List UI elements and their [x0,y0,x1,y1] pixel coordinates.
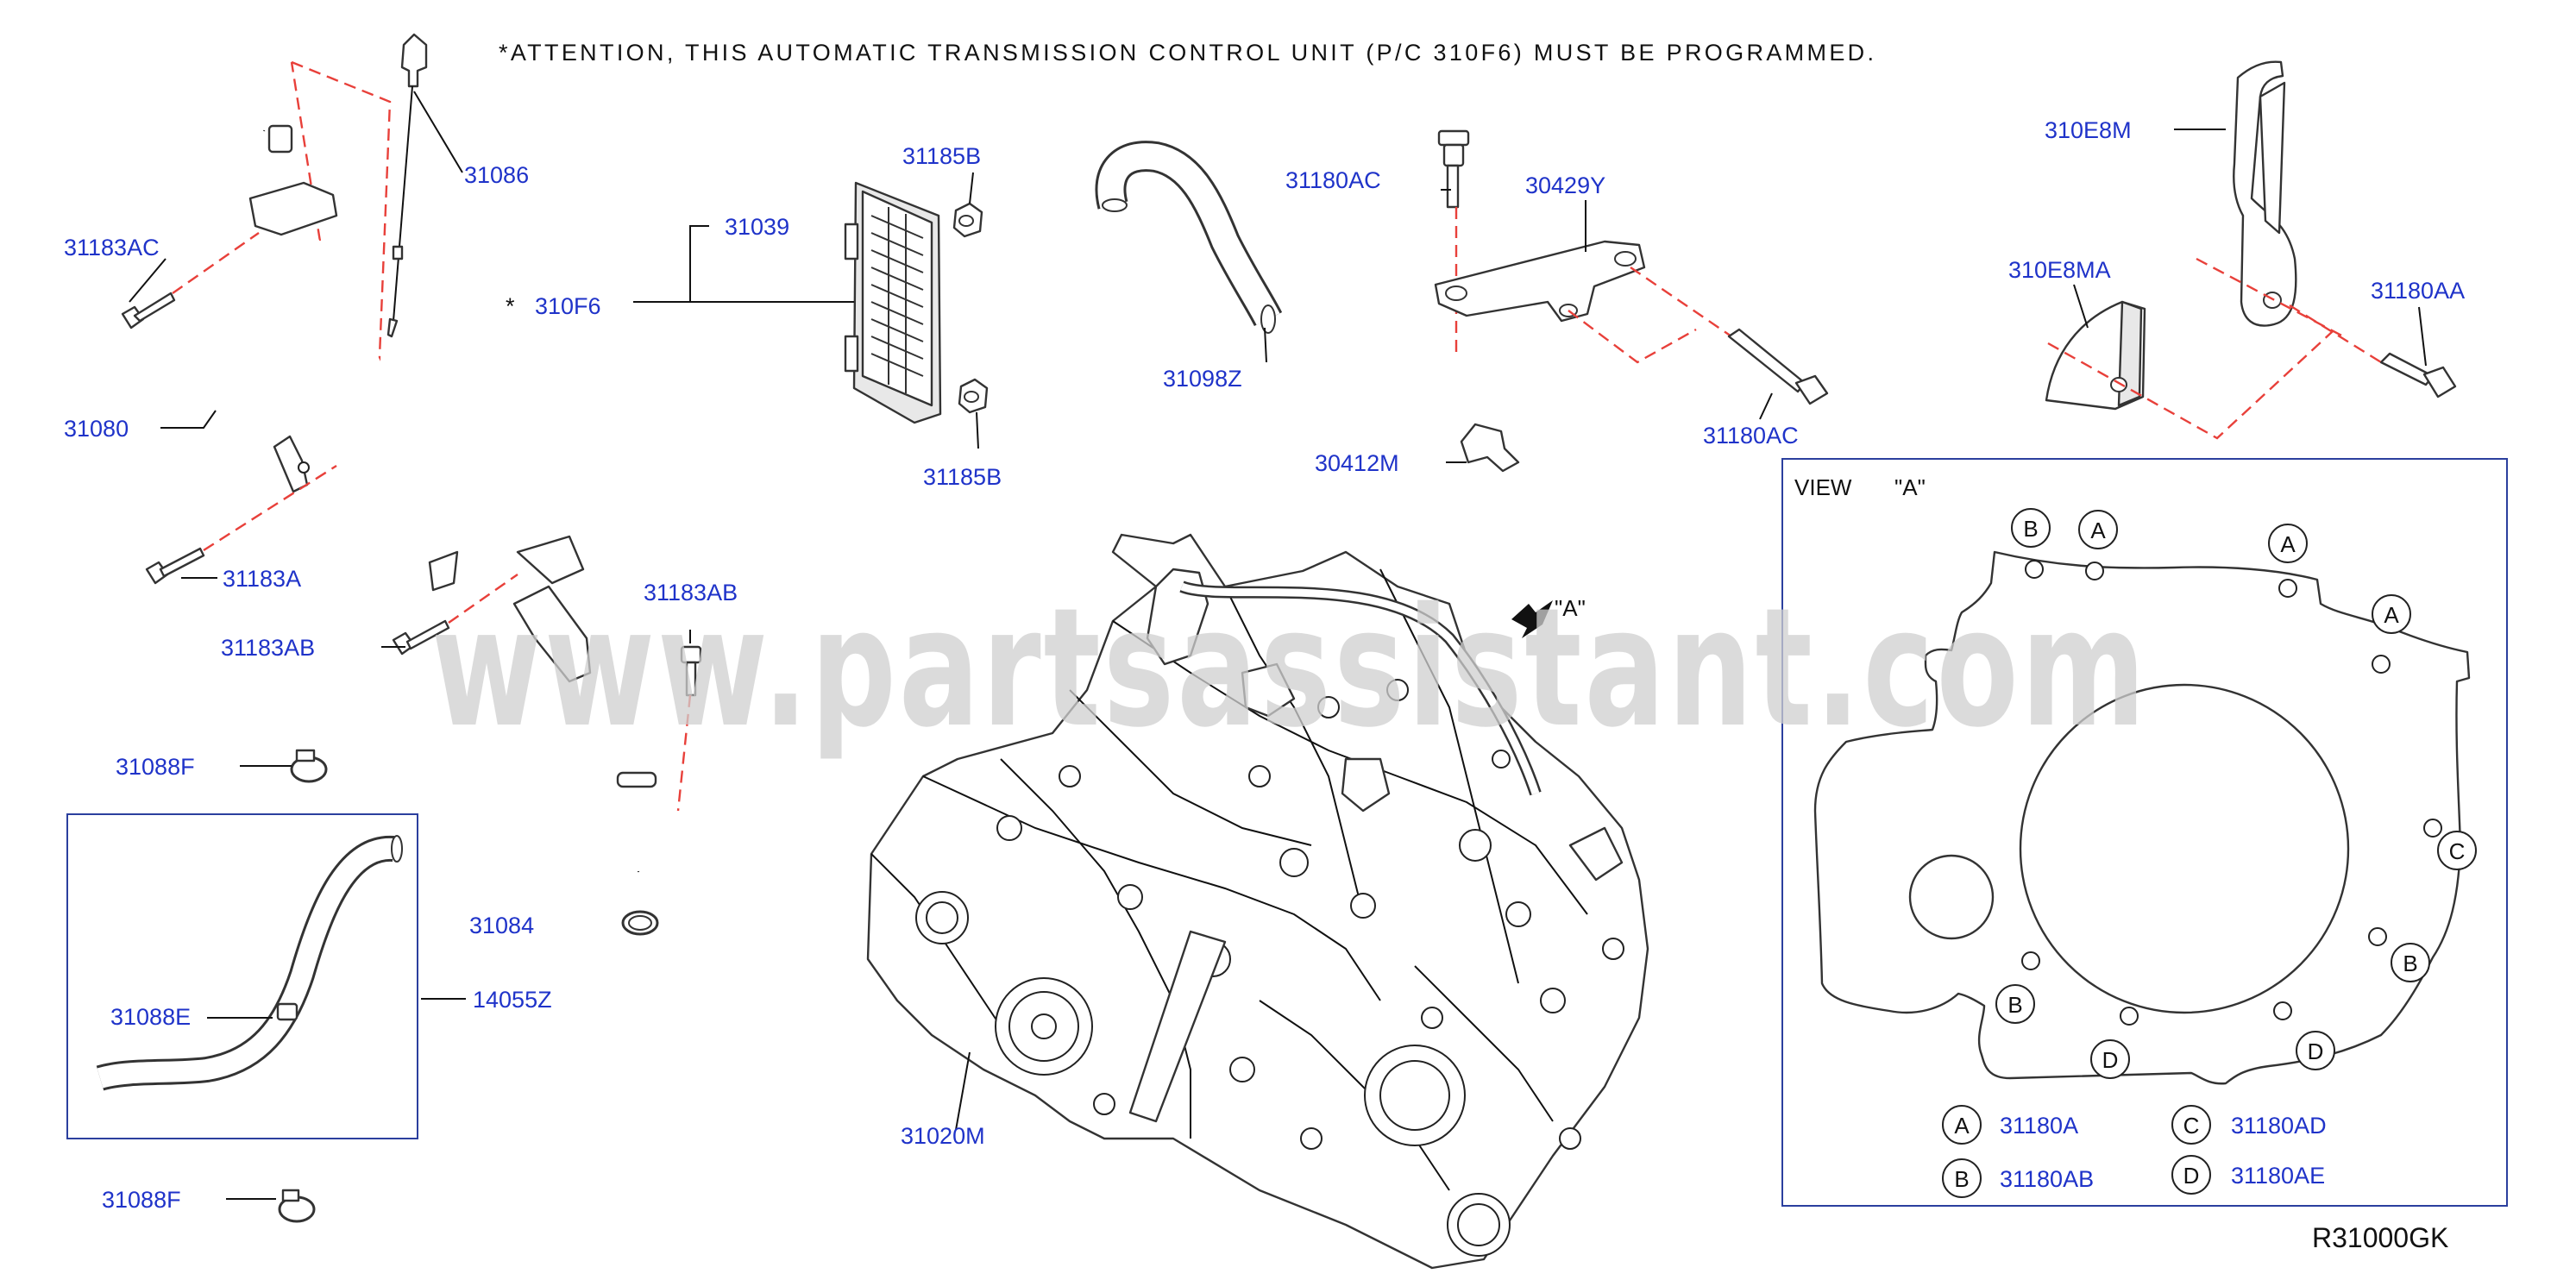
bolt-31183A [145,547,205,585]
label-14055Z: 14055Z [473,987,552,1013]
label-30429Y: 30429Y [1525,173,1605,198]
bolt-31183AC [121,292,176,329]
bolt-31180AC-bottom [1727,328,1829,405]
plate-310E8MA [2045,300,2146,411]
label-31084: 31084 [469,913,534,938]
tcu-310F6 [844,181,942,424]
view-marker-text: D [2102,1047,2119,1073]
label-31039: 31039 [725,214,789,240]
nut-31185B-top [952,202,983,238]
view-marker-b-1: B [2011,508,2051,548]
view-marker-text: A [2384,602,2399,628]
housing-outline [1813,550,2471,1085]
clamp-31088F-top [290,749,328,783]
legend-key: A [1954,1113,1970,1139]
bracket-30429Y [1434,240,1646,323]
bolt-31183AB-left [392,619,450,656]
view-marker-d-1: D [2296,1031,2335,1070]
legend-b: B 31180AB [1942,1158,2094,1198]
legend-part: 31180AB [2000,1166,2094,1192]
legend-part: 31180A [2000,1113,2078,1139]
legend-part: 31180AE [2231,1163,2325,1189]
star-mark: * [506,293,515,319]
label-31180AC-top: 31180AC [1285,167,1381,193]
legend-d: D 31180AE [2171,1155,2325,1195]
view-a-panel [1781,458,2508,1207]
clip-30412M [1460,423,1520,473]
view-marker-b-2: B [2391,943,2430,982]
clamp-31088F-bottom [278,1189,316,1223]
label-31180AA: 31180AA [2371,278,2465,304]
label-30412M: 30412M [1315,450,1399,476]
bracket-310E8M [2233,60,2297,327]
transmission-31020M [866,533,1649,1270]
bolt-31180AA [2379,352,2457,398]
view-marker-text: B [2403,951,2417,976]
view-marker-text: A [2090,518,2106,543]
label-31183AB-left: 31183AB [221,635,315,661]
dipstick-tube-group [121,33,702,1223]
attention-note: *ATTENTION, THIS AUTOMATIC TRANSMISSION … [499,40,1874,66]
view-marker-a-1: A [2078,510,2118,549]
hose-31098Z [1095,141,1283,334]
legend-part: 31180AD [2231,1113,2327,1139]
hose-14055Z [96,835,403,1091]
legend-c: C 31180AD [2171,1105,2327,1145]
bolt-31180AC-top [1437,129,1470,209]
view-ref: "A" [1894,474,1926,500]
label-310E8M: 310E8M [2045,117,2132,143]
view-label: VIEW [1794,474,1852,500]
label-31086: 31086 [464,162,529,188]
label-31080: 31080 [64,416,129,442]
label-310E8MA: 310E8MA [2008,257,2111,283]
label-31183A: 31183A [223,566,301,592]
label-31183AC: 31183AC [64,235,160,260]
view-marker-text: D [2308,1038,2324,1064]
view-marker-c-1: C [2437,831,2477,870]
view-a-arrow-label: "A" [1555,595,1586,621]
label-31088E: 31088E [110,1004,191,1030]
label-31088F-bottom: 31088F [102,1187,181,1213]
label-31020M: 31020M [901,1123,985,1149]
label-31183AB-right: 31183AB [644,580,738,605]
label-31098Z: 31098Z [1163,366,1242,392]
view-marker-text: C [2449,838,2466,864]
legend-a: A 31180A [1942,1105,2078,1145]
watermark: www.partsassistant.com [431,573,2148,763]
view-marker-a-3: A [2372,594,2411,634]
label-31180AC-bottom: 31180AC [1703,423,1799,449]
legend-key: D [2183,1163,2200,1189]
diagram-code: R31000GK [2312,1222,2448,1253]
nut-31185B-bottom [958,378,989,414]
leader-lines [129,91,2427,1200]
label-310F6: 310F6 [535,293,601,319]
view-marker-text: B [2023,516,2038,542]
legend-key: C [2183,1113,2200,1139]
legend-key: B [1954,1166,1969,1192]
label-31185B-top: 31185B [902,143,981,169]
view-marker-a-2: A [2268,524,2308,563]
label-31088F-top: 31088F [116,754,195,780]
view-marker-b-3: B [1995,984,2035,1024]
hose-assembly-box [66,813,418,1139]
view-marker-text: B [2007,992,2022,1018]
label-31185B-bottom: 31185B [923,464,1002,490]
bolt-31183AB-right [680,645,702,697]
view-a-arrow: "A" [1511,595,1586,638]
view-marker-d-2: D [2090,1039,2130,1079]
view-marker-text: A [2280,531,2296,557]
